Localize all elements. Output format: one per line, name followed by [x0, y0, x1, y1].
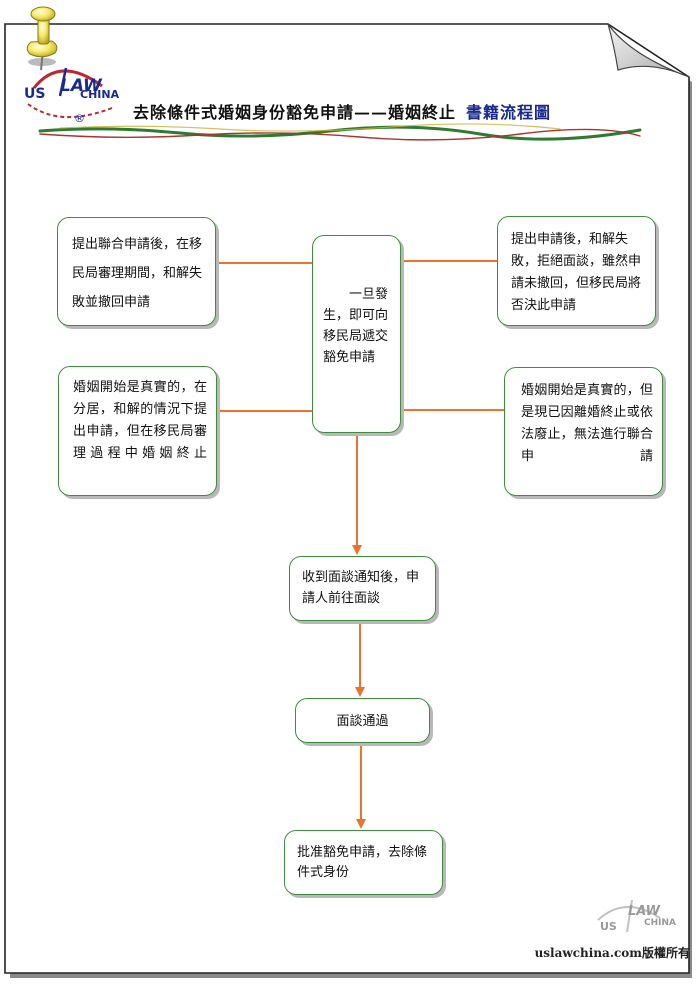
node-right-top: 提出申請後，和解失敗，拒絕面談，雖然申請未撤回，但移民局將否決此申請	[497, 216, 656, 326]
sheet-curl	[607, 23, 690, 78]
logo-us: US	[24, 86, 46, 102]
node-left-bottom: 婚姻開始是真實的，在分居，和解的情況下提出申請，但在移民局審理過程中婚姻終止	[58, 366, 217, 496]
watermark-law: LAW	[628, 904, 660, 919]
title-main: 去除條件式婚姻身份豁免申請——婚姻終止	[133, 103, 457, 122]
copyright-text: uslawchina.com版權所有	[534, 946, 690, 960]
node-center: 一旦發生，即可向移民局遞交豁免申請	[312, 235, 401, 433]
node-approved: 批准豁免申請，去除條件式身份	[284, 830, 443, 895]
node-center-text: 一旦發生，即可向移民局遞交豁免申請	[323, 287, 389, 365]
node-interview-notice-text: 收到面談通知後，申請人前往面談	[302, 570, 420, 606]
watermark-swoosh-icon	[597, 899, 661, 933]
node-interview-pass: 面談通過	[295, 698, 430, 743]
node-right-bottom: 婚姻開始是真實的，但是現已因離婚終止或依法廢止，無法進行聯合申請	[504, 367, 663, 496]
page-title: 去除條件式婚姻身份豁免申請——婚姻終止書籍流程圖	[133, 99, 551, 125]
logo-swoosh-icon	[27, 67, 113, 118]
title-accent: 書籍流程圖	[466, 103, 552, 122]
pushpin-icon	[26, 6, 58, 71]
node-interview-pass-text: 面談通過	[336, 714, 389, 729]
title-underline-decoration	[38, 123, 642, 141]
node-right-bottom-text: 婚姻開始是真實的，但是現已因離婚終止或依法廢止，無法進行聯合申請	[521, 383, 653, 464]
node-right-top-text: 提出申請後，和解失敗，拒絕面談，雖然申請未撤回，但移民局將否決此申請	[511, 232, 642, 313]
node-interview-notice: 收到面談通知後，申請人前往面談	[289, 556, 436, 621]
connectors	[216, 260, 504, 829]
watermark-us: US	[600, 920, 617, 933]
node-left-bottom-text: 婚姻開始是真實的，在分居，和解的情況下提出申請，但在移民局審理過程中婚姻終止	[73, 380, 207, 461]
node-left-top-text: 提出聯合申請後，在移民局審理期間，和解失敗並撤回申請	[72, 237, 203, 310]
logo-registered-mark: ®	[74, 112, 85, 125]
logo-law: LAW	[60, 76, 102, 96]
node-left-top: 提出聯合申請後，在移民局審理期間，和解失敗並撤回申請	[57, 217, 216, 326]
node-approved-text: 批准豁免申請，去除條件式身份	[297, 845, 428, 880]
logo-china: CHINA	[80, 88, 120, 101]
watermark-china: CHINA	[644, 918, 676, 928]
